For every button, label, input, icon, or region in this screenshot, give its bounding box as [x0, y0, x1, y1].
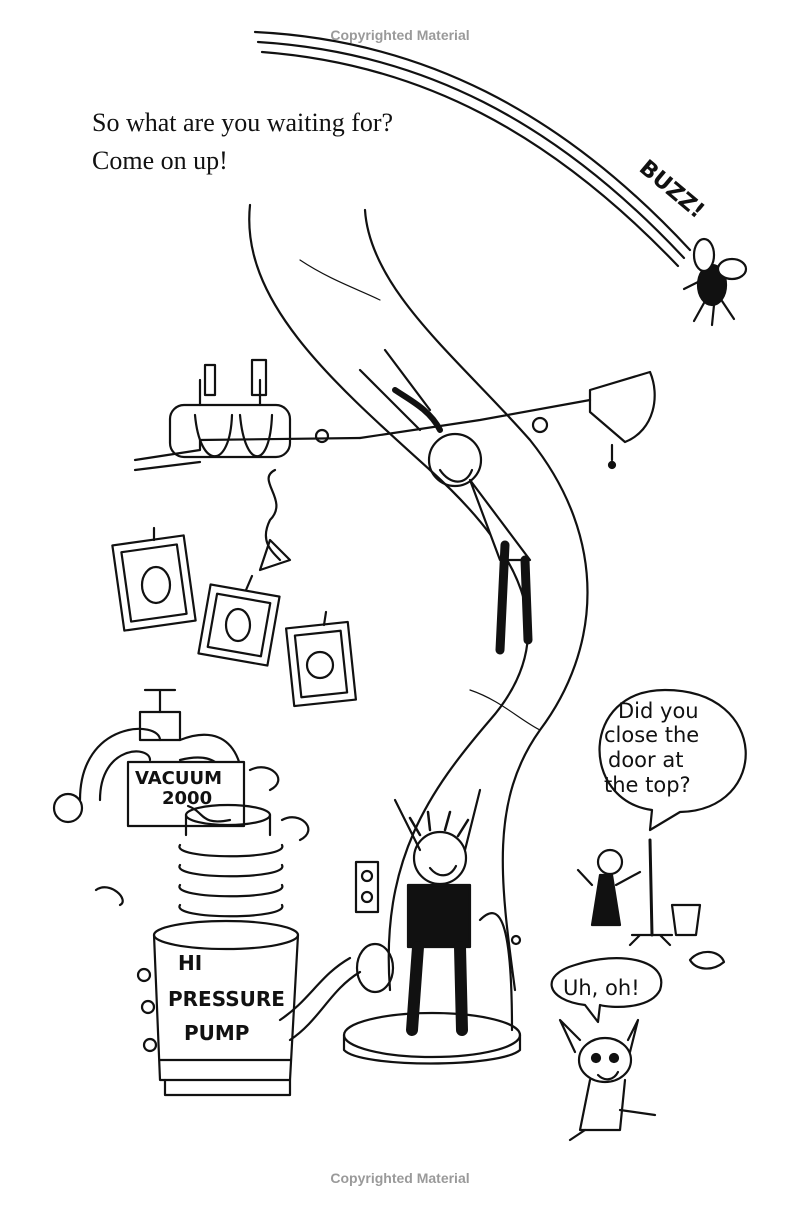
story-line-1: So what are you waiting for? — [92, 108, 394, 137]
pump-label-1: HI — [178, 951, 202, 975]
buzz-sfx: BUZZ! — [634, 155, 709, 223]
pump-label-2: PRESSURE — [168, 987, 285, 1011]
dog-figure — [558, 1018, 657, 1142]
story-text: So what are you waiting for? Come on up! — [92, 104, 393, 180]
girl-speech-line-3: door at — [608, 748, 683, 772]
slide-platform — [342, 860, 522, 1065]
watermark-top: Copyrighted Material — [330, 27, 470, 43]
kid-standing — [393, 788, 482, 1036]
kid-sliding — [358, 348, 533, 655]
fly-icon — [682, 237, 748, 327]
vacuum-label-2: 2000 — [162, 788, 212, 809]
girl-speech-line-4: the top? — [604, 773, 691, 797]
dog-speech-bubble — [550, 957, 663, 1024]
pressure-pump-machine — [94, 766, 395, 1097]
story-line-2: Come on up! — [92, 146, 228, 175]
girl-speech-line-1: Did you — [618, 699, 699, 723]
girl-speech-bubble — [598, 688, 747, 832]
girl-speech-line-2: close the — [604, 723, 699, 747]
pump-label-3: PUMP — [184, 1021, 249, 1045]
wall-pictures — [111, 526, 358, 708]
girl-figure — [576, 838, 726, 970]
dog-speech: Uh, oh! — [563, 976, 640, 1000]
watermark-bottom: Copyrighted Material — [330, 1170, 470, 1186]
vacuum-label-1: VACUUM — [135, 768, 222, 789]
pipe-machine-top — [133, 358, 656, 572]
fly-trail — [253, 30, 692, 268]
